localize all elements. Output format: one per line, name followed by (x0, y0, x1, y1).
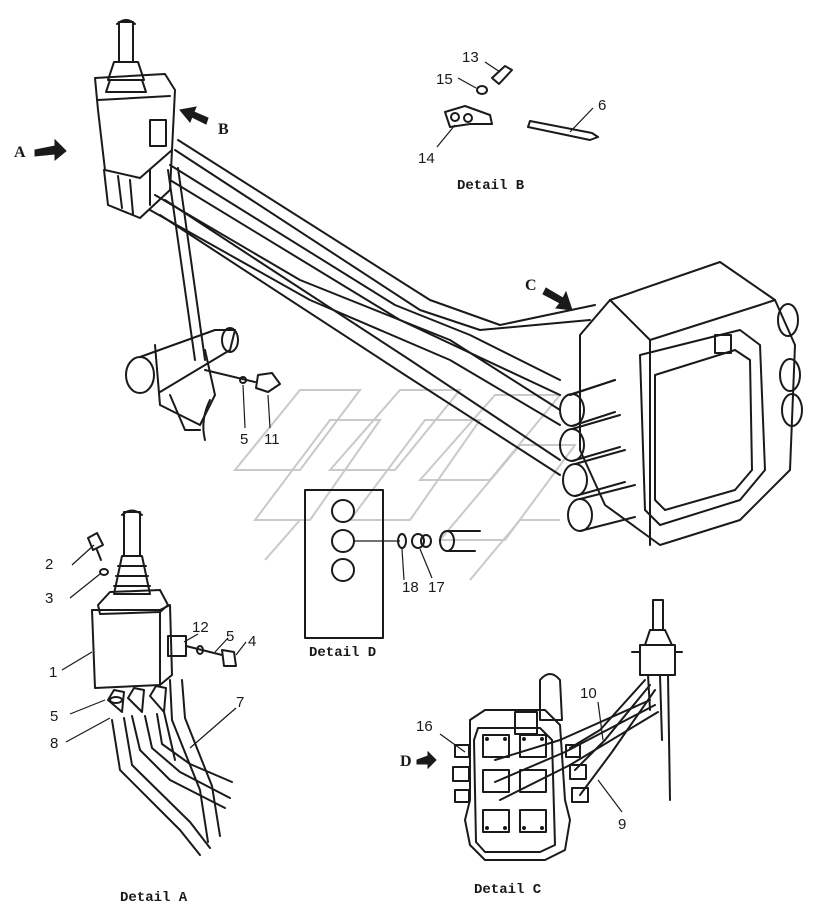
svg-text:16: 16 (416, 718, 433, 735)
pipe-bundle (149, 139, 596, 476)
detail-a-bolt-2 (87, 532, 109, 576)
detail-c-valve-plate (452, 673, 589, 861)
detail-a-hoses (111, 679, 233, 856)
view-arrow-d: D (400, 750, 437, 770)
bolt-13 (491, 65, 513, 85)
washer-15 (476, 85, 488, 95)
view-arrow-b: B (179, 106, 229, 138)
watermark-logo (232, 389, 577, 581)
svg-text:1: 1 (49, 664, 57, 681)
detail-a: 2 3 1 12 5 4 5 8 7 Detail A (45, 509, 256, 906)
svg-text:2: 2 (45, 556, 53, 573)
svg-text:B: B (218, 121, 229, 138)
control-lever (94, 19, 176, 219)
detail-a-switch-12 (167, 635, 237, 667)
view-arrow-a: A (14, 138, 67, 162)
svg-text:12: 12 (192, 619, 209, 636)
detail-a-ports (107, 685, 167, 713)
rod-6 (527, 120, 599, 141)
svg-text:D: D (400, 753, 412, 770)
detail-c-hoses (494, 679, 659, 801)
svg-text:C: C (525, 277, 537, 294)
main-assembly: A B C 5 11 (14, 19, 803, 546)
svg-text:5: 5 (240, 431, 248, 448)
detail-b: 13 15 6 14 Detail B (418, 49, 606, 194)
svg-text:6: 6 (598, 97, 606, 114)
svg-text:17: 17 (428, 579, 445, 596)
svg-text:Detail D: Detail D (309, 645, 376, 661)
detail-c-lever (631, 599, 683, 801)
svg-text:5: 5 (226, 628, 234, 645)
detail-a-lever (113, 509, 151, 595)
svg-text:Detail C: Detail C (474, 882, 542, 898)
svg-text:9: 9 (618, 816, 626, 833)
o-ring-18 (397, 533, 407, 549)
svg-text:11: 11 (264, 431, 280, 448)
svg-text:A: A (14, 144, 26, 161)
svg-text:13: 13 (462, 49, 479, 66)
bracket-14 (444, 105, 493, 128)
svg-text:14: 14 (418, 150, 435, 167)
view-arrow-c: C (525, 277, 573, 311)
detail-d: 18 17 Detail D (304, 489, 481, 661)
svg-text:10: 10 (580, 685, 597, 702)
svg-text:7: 7 (236, 694, 244, 711)
svg-text:Detail B: Detail B (457, 178, 525, 194)
port-cylinders (559, 379, 636, 532)
detail-c: D 16 10 9 Detail C (400, 599, 683, 898)
svg-text:Detail A: Detail A (120, 890, 188, 906)
svg-text:15: 15 (436, 71, 453, 88)
pipe-end (439, 530, 481, 552)
fitting-17 (411, 533, 432, 549)
svg-text:8: 8 (50, 735, 58, 752)
svg-text:3: 3 (45, 590, 53, 607)
control-valve (559, 261, 803, 546)
svg-text:18: 18 (402, 579, 419, 596)
svg-text:5: 5 (50, 708, 58, 725)
mounting-bracket (125, 327, 281, 441)
svg-text:4: 4 (248, 633, 256, 650)
detail-a-body (91, 589, 173, 689)
